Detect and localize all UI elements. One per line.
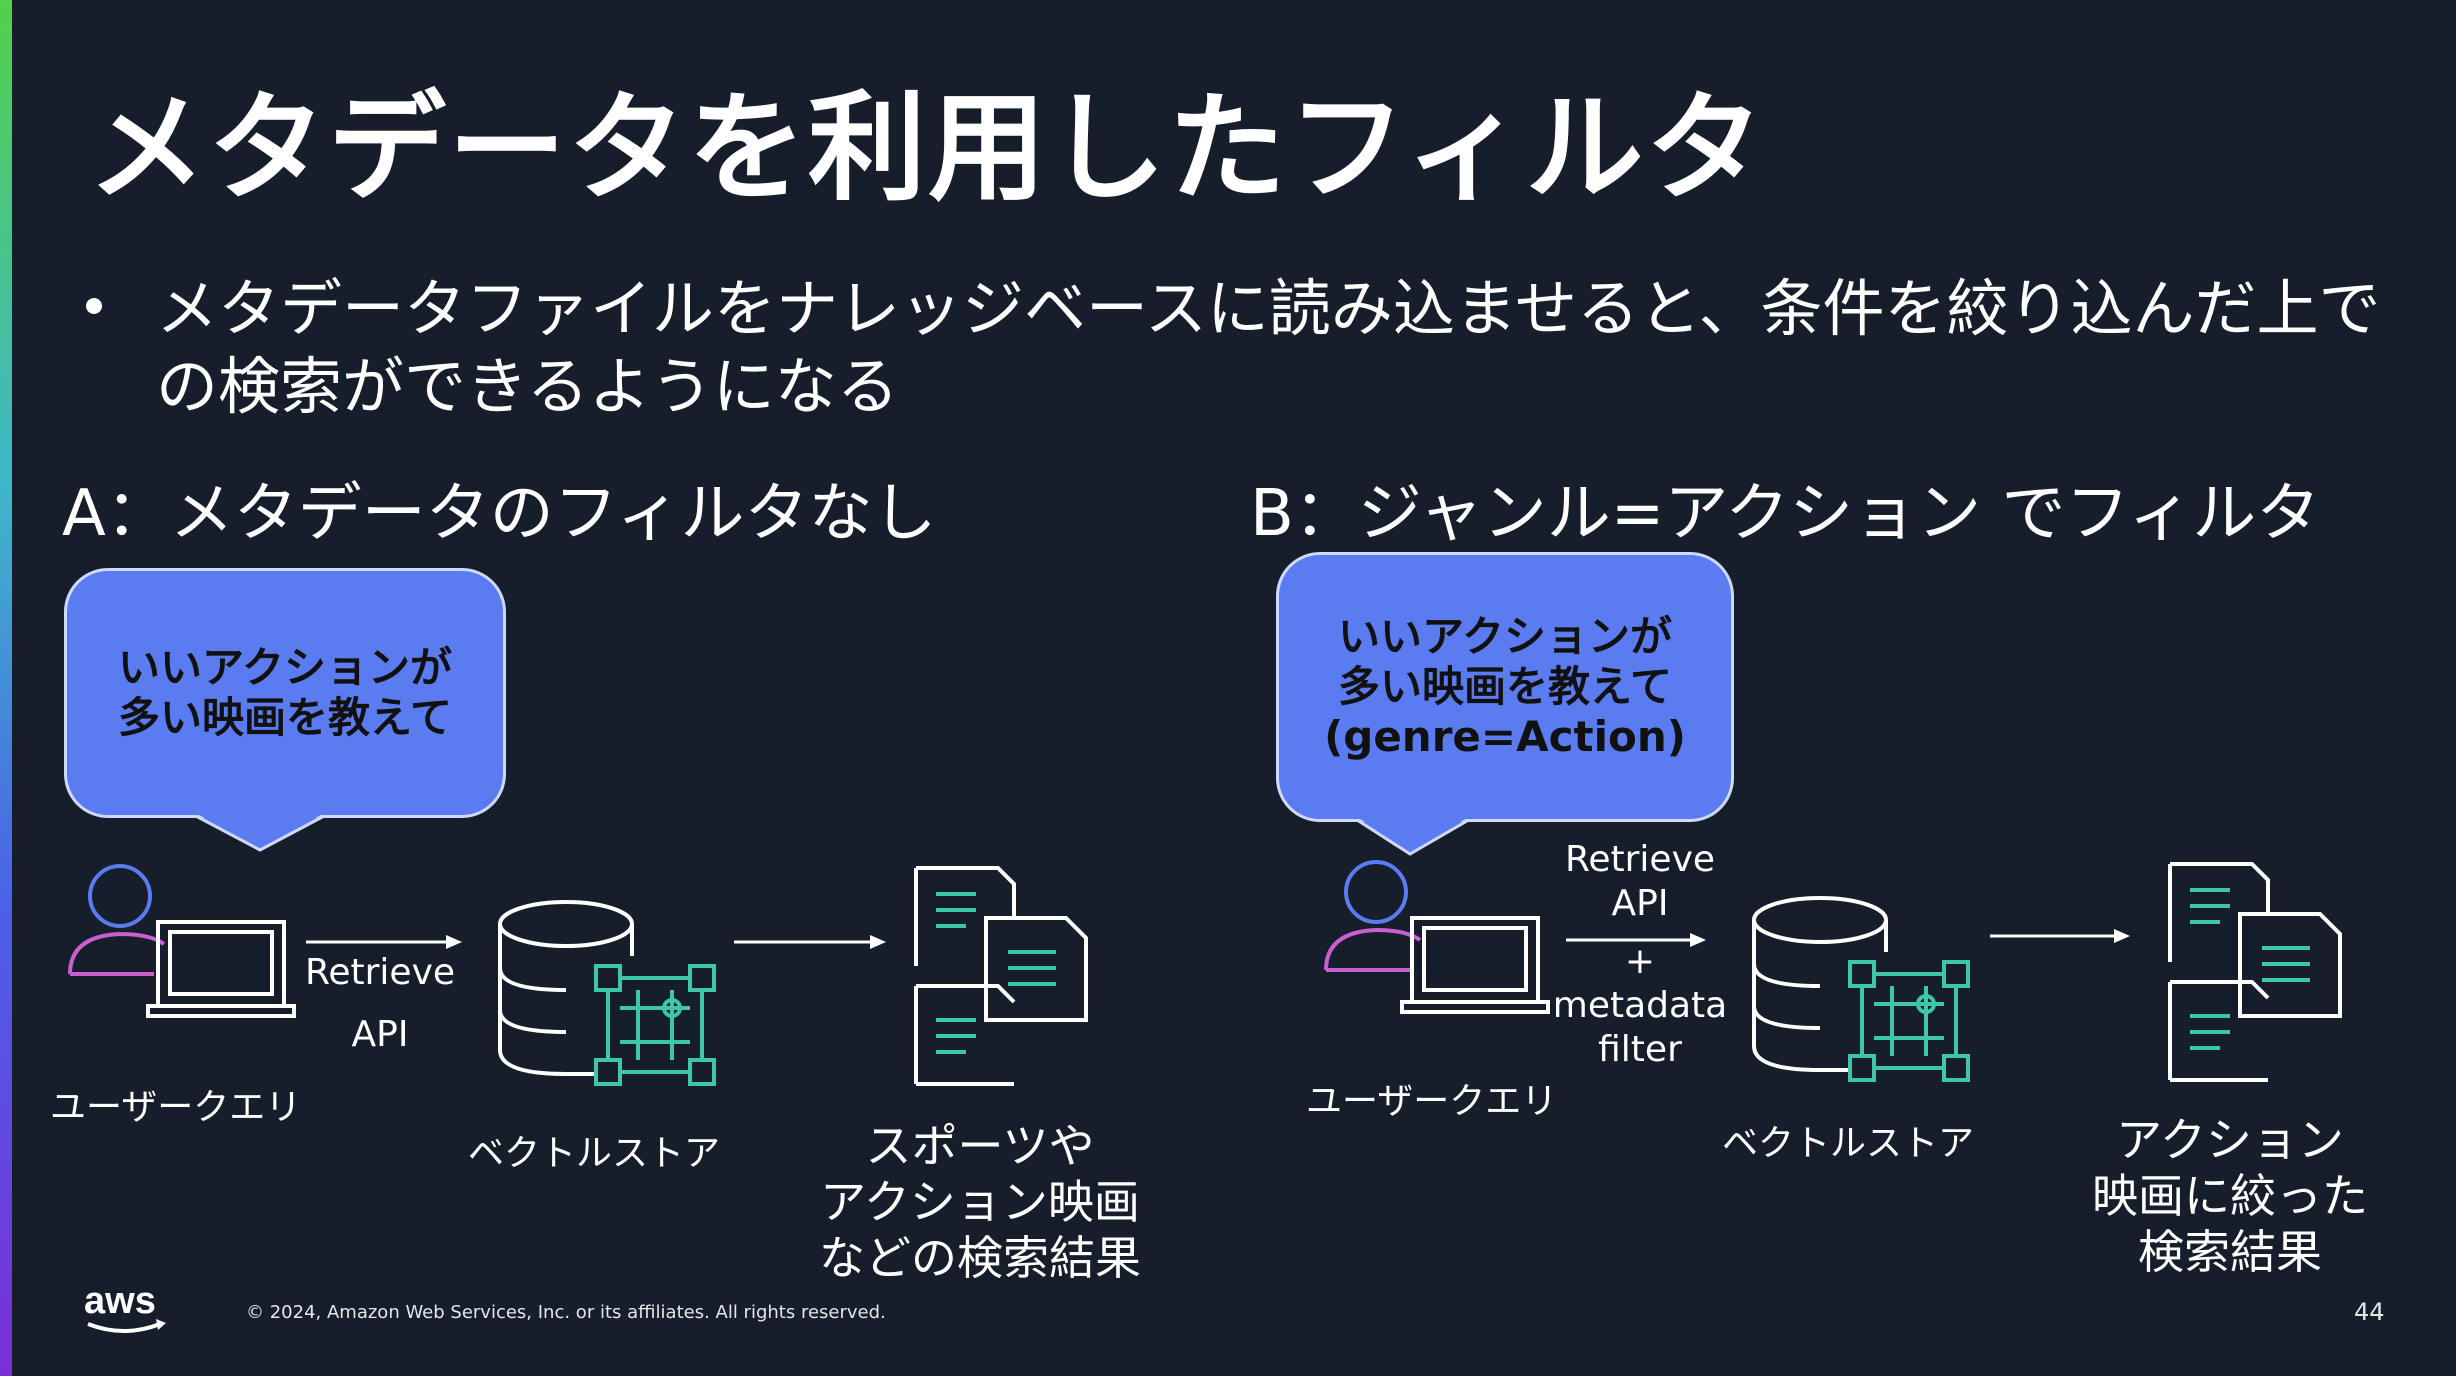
section-b-heading: B：ジャンル=アクション でフィルタ [1250, 477, 2321, 551]
documents-icon [914, 866, 1088, 1086]
arrow-b-label-top: Retrieve API [1564, 839, 1716, 924]
arrow-a-label: Retrieve API [300, 898, 460, 1066]
user-icon [68, 864, 166, 976]
section-b-user-label: ユーザークエリ [1306, 1081, 1558, 1122]
section-b-speech-bubble: いいアクションが 多い映画を教えて (genre=Action) [1276, 552, 1734, 856]
database-icon [498, 900, 634, 1076]
section-a-speech-bubble: いいアクションが 多い映画を教えて [64, 568, 506, 852]
vector-grid-icon [1848, 960, 1970, 1082]
accent-bar [0, 0, 12, 1376]
laptop-icon [146, 920, 296, 1018]
laptop-icon [1400, 916, 1550, 1014]
database-icon [1752, 896, 1888, 1072]
section-a-store-label: ベクトルストア [468, 1133, 721, 1174]
section-a-result-label: スポーツや アクション映画 などの検索結果 [819, 1119, 1141, 1285]
arrow-right-icon [1990, 929, 2130, 943]
aws-logo-text: aws [84, 1280, 156, 1322]
user-icon [1324, 860, 1422, 972]
bubble-b-text: いいアクションが 多い映画を教えて (genre=Action) [1324, 612, 1686, 761]
aws-smile-icon [87, 1319, 166, 1333]
arrow-right-icon [306, 935, 462, 949]
arrow-right-icon [734, 935, 886, 949]
arrow-right-icon [1566, 933, 1706, 947]
bubble-a-text: いいアクションが 多い映画を教えて [118, 643, 452, 742]
section-a-heading: A：メタデータのフィルタなし [62, 477, 937, 551]
arrow-b-label-bottom: + metadata filter [1552, 941, 1728, 1070]
bubble-b-body: いいアクションが 多い映画を教えて (genre=Action) [1276, 552, 1734, 822]
bubble-a-body: いいアクションが 多い映画を教えて [64, 568, 506, 818]
slide-title: メタデータを利用したフィルタ [88, 79, 1766, 217]
documents-icon [2168, 862, 2342, 1082]
section-a-user-label: ユーザークエリ [50, 1087, 302, 1128]
bullet-dot [86, 298, 102, 314]
section-b-store-label: ベクトルストア [1722, 1123, 1975, 1164]
arrow-a-label-text: Retrieve API [304, 952, 456, 1055]
section-b-result-label: アクション 映画に絞った 検索結果 [2092, 1113, 2368, 1279]
aws-logo: aws [84, 1282, 174, 1342]
bullet-text: メタデータファイルをナレッジベースに読み込ませると、条件を絞り込んだ上で の検索… [156, 272, 2381, 423]
vector-grid-icon [594, 964, 716, 1086]
page-number: 44 [2354, 1298, 2385, 1326]
copyright-text: © 2024, Amazon Web Services, Inc. or its… [246, 1302, 886, 1323]
